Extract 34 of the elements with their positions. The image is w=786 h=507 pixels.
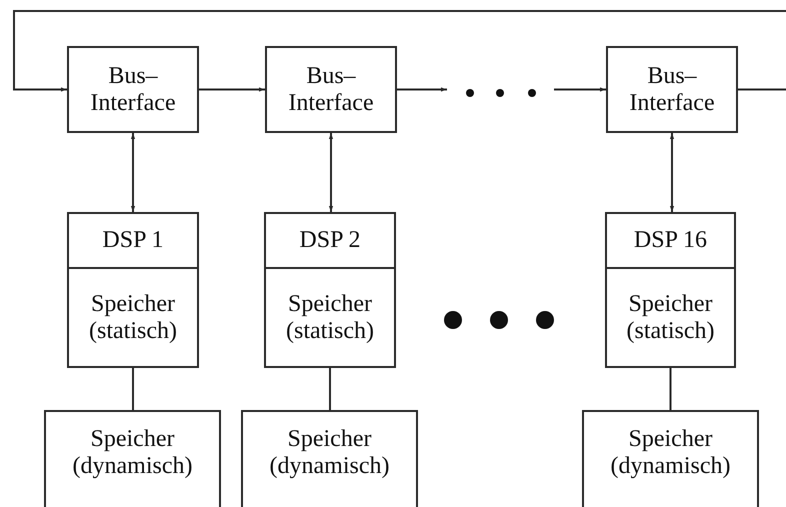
arrow [328, 133, 334, 212]
connector-line [329, 368, 331, 410]
block-label: DSP 16 [632, 227, 708, 254]
block-box [264, 212, 396, 269]
block-label: Speicher (statisch) [88, 290, 178, 344]
arrow [670, 133, 674, 212]
block-box [67, 46, 199, 133]
block-box [582, 410, 759, 507]
block-box [605, 212, 736, 269]
arrow [199, 87, 265, 92]
block-box [241, 410, 418, 507]
block-box [605, 267, 736, 368]
arrow [13, 10, 786, 92]
block-box [606, 46, 738, 133]
arrow [130, 133, 136, 212]
block-label: Bus– Interface [628, 62, 716, 116]
block-box [67, 267, 199, 368]
block-label: DSP 2 [298, 227, 362, 254]
block-box [67, 212, 199, 269]
block-box [44, 410, 221, 507]
block-label: Speicher (dynamisch) [72, 426, 194, 480]
block-label: Speicher (dynamisch) [610, 426, 732, 480]
block-box [265, 46, 397, 133]
arrow [397, 87, 447, 92]
block-label: Speicher (dynamisch) [268, 426, 390, 480]
block-label: DSP 1 [101, 227, 165, 254]
arrow [554, 87, 606, 92]
block-label: Speicher (statisch) [285, 290, 375, 344]
connector-line [132, 368, 134, 410]
block-label: Bus– Interface [89, 62, 177, 116]
block-box [264, 267, 396, 368]
connector-line [670, 368, 672, 410]
block-label: Speicher (statisch) [626, 290, 716, 344]
block-label: Bus– Interface [287, 62, 375, 116]
